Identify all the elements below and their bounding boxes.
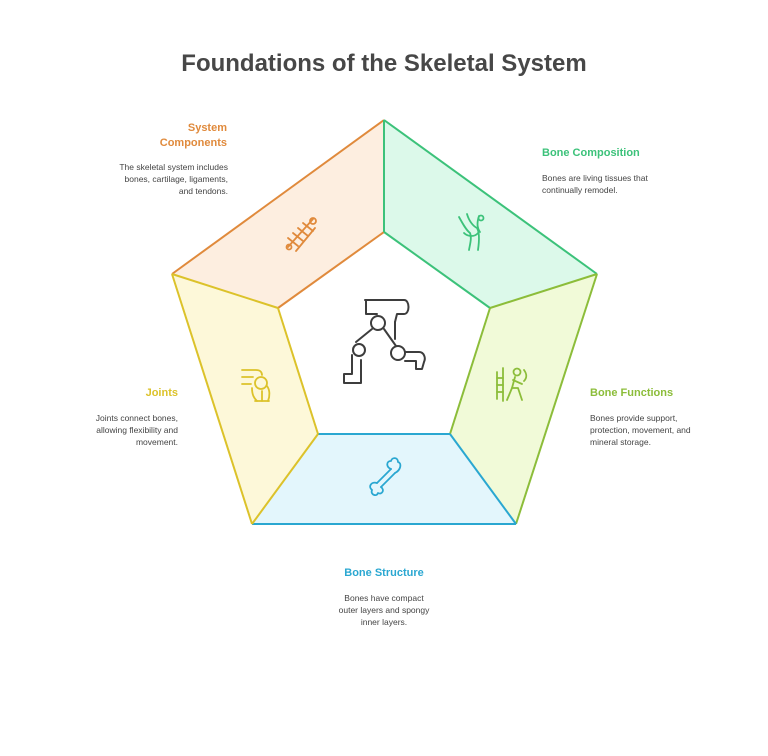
segment-bone-composition[interactable]	[383, 119, 598, 309]
leg-skeleton-icon	[343, 299, 426, 384]
segment-bone-structure[interactable]	[252, 433, 516, 525]
description-bone-composition: Bones are living tissues that continuall…	[542, 173, 648, 195]
description-bone-structure: Bones have compact outer layers and spon…	[338, 593, 430, 627]
description-bone-functions: Bones provide support, protection, movem…	[590, 413, 691, 447]
label-system-components: System Components	[159, 122, 227, 149]
description-joints: Joints connect bones, allowing flexibili…	[95, 413, 178, 447]
separator-line	[251, 433, 319, 525]
segment-bone-functions[interactable]	[449, 273, 598, 525]
segment-joints[interactable]	[171, 273, 319, 525]
label-bone-functions: Bone Functions	[590, 387, 674, 399]
skeleton-spine-icon	[285, 217, 317, 252]
separator-line	[171, 273, 279, 309]
label-bone-composition: Bone Composition	[542, 147, 640, 159]
bone-icon	[369, 457, 402, 497]
diagram-title: Foundations of the Skeletal System	[181, 50, 587, 77]
joint-icon	[241, 369, 271, 402]
segment-system-components[interactable]	[171, 119, 385, 309]
knee-joint-icon	[458, 213, 485, 251]
label-bone-structure: Bone Structure	[344, 567, 424, 579]
description-system-components: The skeletal system includes bones, cart…	[119, 162, 228, 196]
skeleton-walking-icon	[496, 367, 528, 402]
separator-line	[449, 433, 517, 525]
separator-line	[489, 273, 598, 309]
label-joints: Joints	[145, 387, 178, 399]
